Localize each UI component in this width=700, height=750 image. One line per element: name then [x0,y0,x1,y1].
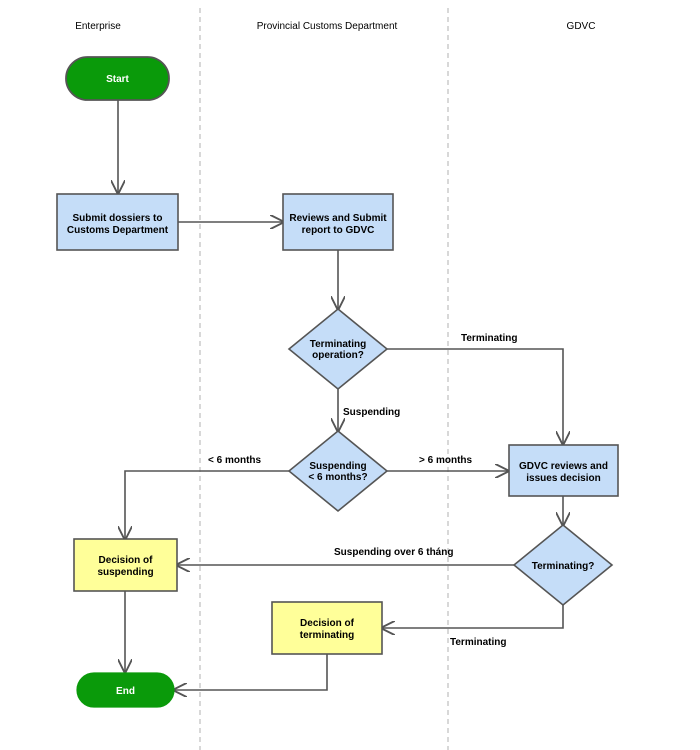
submit-dossiers-line-2: Customs Department [67,225,169,236]
edge-label-less-6-months: < 6 months [208,455,262,466]
decision-suspending-node: Decision of suspending [73,538,178,592]
start-node: Start [65,56,170,101]
terminating-operation-decision: Terminating operation? [287,307,389,391]
terminating-operation-line-2: operation? [312,350,364,361]
edge-label-suspending-over: Suspending over 6 tháng [334,547,453,558]
edge-terminating-q-to-decision-terminating [382,605,564,628]
lane-title-gdvc: GDVC [567,21,596,32]
suspending-6-months-line-2: < 6 months? [308,472,367,483]
terminating-decision: Terminating? [512,523,614,607]
gdvc-reviews-line-2: issues decision [526,473,600,484]
suspending-6-months-line-1: Suspending [309,461,366,472]
submit-dossiers-line-1: Submit dossiers to [72,213,162,224]
reviews-submit-node: Reviews and Submit report to GDVC [282,193,394,251]
edge-suspending-to-decision-suspending [125,470,289,539]
edge-label-terminating-2: Terminating [450,637,506,648]
edge-terminating-op-to-gdvc-reviews [387,348,563,444]
end-label: End [116,686,135,697]
edge-label-suspending: Suspending [343,407,400,418]
terminating-operation-line-1: Terminating [310,339,366,350]
gdvc-reviews-node: GDVC reviews and issues decision [508,444,619,497]
decision-terminating-node: Decision of terminating [271,601,383,655]
edge-decision-terminating-to-end [174,654,328,690]
reviews-submit-line-2: report to GDVC [302,225,375,236]
edge-label-more-6-months: > 6 months [419,455,473,466]
suspending-6-months-decision: Suspending < 6 months? [287,429,389,513]
reviews-submit-line-1: Reviews and Submit [289,213,387,224]
submit-dossiers-node: Submit dossiers to Customs Department [56,193,179,251]
decision-suspending-line-2: suspending [97,567,153,578]
decision-terminating-line-1: Decision of [300,618,355,629]
lane-title-provincial-customs: Provincial Customs Department [257,21,398,32]
edge-label-terminating-1: Terminating [461,333,517,344]
decision-suspending-line-1: Decision of [99,555,154,566]
gdvc-reviews-line-1: GDVC reviews and [519,461,608,472]
terminating-decision-label: Terminating? [532,561,595,572]
lane-title-enterprise: Enterprise [75,21,121,32]
start-label: Start [106,74,129,85]
end-node: End [76,672,175,708]
decision-terminating-line-2: terminating [300,630,354,641]
